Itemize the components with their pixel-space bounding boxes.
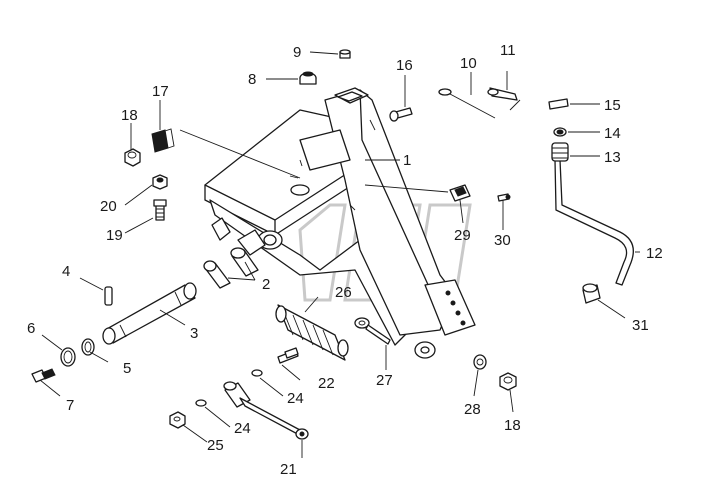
cable-part-10 [438, 88, 496, 119]
gas-strut-part-21 [223, 381, 309, 440]
screw-part-30 [497, 193, 511, 202]
callout-12: 12 [646, 245, 663, 262]
callout-21: 21 [280, 461, 297, 478]
leader-lines [39, 51, 640, 458]
bolt-part-7 [31, 368, 56, 383]
callout-28: 28 [464, 401, 481, 418]
callout-22: 22 [318, 375, 335, 392]
nut-part-18-upper [124, 148, 141, 167]
pin-part-4 [104, 286, 113, 306]
bolt-part-19 [153, 199, 167, 221]
callout-16: 16 [396, 57, 413, 74]
main-frame-part-1 [204, 87, 476, 359]
washer-part-20 [152, 174, 168, 190]
cap-part-31 [582, 283, 601, 304]
callout-29: 29 [454, 227, 471, 244]
callout-10: 10 [460, 55, 477, 72]
spring-part-13 [551, 142, 569, 162]
eye-bolt-part-27 [354, 317, 391, 345]
bushings-part-2 [203, 229, 266, 289]
callout-13: 13 [604, 149, 621, 166]
bolt-part-22 [277, 347, 299, 364]
callout-9: 9 [293, 44, 301, 61]
nut-part-25 [169, 411, 186, 429]
callout-19: 19 [106, 227, 123, 244]
cap-part-8 [299, 71, 317, 85]
callout-24-lower: 24 [234, 420, 251, 437]
callout-20: 20 [100, 198, 117, 215]
nut-part-18-lower [499, 372, 517, 391]
washer-part-6 [60, 347, 76, 367]
washer-part-14 [553, 127, 567, 137]
cap-part-9 [339, 49, 351, 59]
cable-end-part-29 [449, 184, 471, 202]
callout-26: 26 [335, 284, 352, 301]
pedal-part-17 [151, 128, 175, 153]
bolt-part-16 [389, 107, 413, 122]
shaft-part-3 [102, 282, 197, 345]
callout-11: 11 [500, 42, 516, 59]
callout-24-upper: 24 [287, 390, 304, 407]
washer-part-24-lower [195, 399, 207, 407]
callout-8: 8 [248, 71, 256, 88]
callout-18-lower: 18 [504, 417, 521, 434]
callout-2: 2 [262, 276, 270, 293]
callout-25: 25 [207, 437, 224, 454]
callout-7: 7 [66, 397, 74, 414]
callout-30: 30 [494, 232, 511, 249]
callout-4: 4 [62, 263, 70, 280]
spring-part-26 [275, 304, 349, 361]
callout-17: 17 [152, 83, 169, 100]
washer-part-5 [81, 338, 95, 356]
clip-part-11 [487, 87, 518, 101]
washer-part-28 [473, 354, 487, 370]
callout-numbers: 1 2 3 4 5 6 7 8 9 10 11 12 13 14 15 16 1… [27, 42, 663, 478]
callout-14: 14 [604, 125, 621, 142]
washer-part-24-upper [251, 369, 263, 377]
lever-rod-part-12 [554, 159, 634, 286]
callout-6: 6 [27, 320, 35, 337]
grip-part-15 [548, 98, 569, 110]
callout-27: 27 [376, 372, 393, 389]
callout-15: 15 [604, 97, 621, 114]
callout-5: 5 [123, 360, 131, 377]
callout-3: 3 [190, 325, 198, 342]
callout-31: 31 [632, 317, 649, 334]
callout-1: 1 [403, 152, 411, 169]
callout-18-upper: 18 [121, 107, 138, 124]
